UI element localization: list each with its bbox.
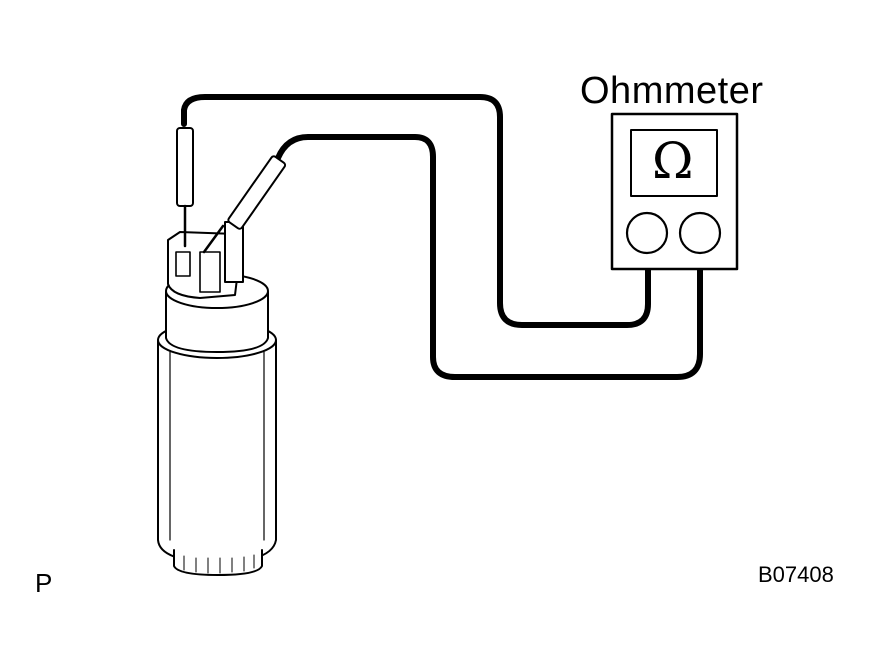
fuel-pump-body bbox=[157, 339, 277, 563]
probe-2-tip bbox=[202, 224, 225, 254]
corner-letter: P bbox=[35, 568, 53, 598]
ohmmeter-label: Ohmmeter bbox=[580, 70, 764, 112]
pump-cap bbox=[165, 291, 269, 353]
lead-wire-1 bbox=[181, 94, 651, 328]
test-probe-1 bbox=[176, 127, 194, 207]
ohm-symbol: Ω bbox=[652, 132, 694, 190]
connector-terminal-b bbox=[199, 251, 221, 293]
ohmmeter-display bbox=[630, 129, 718, 197]
connector-terminal-a bbox=[175, 251, 191, 277]
pump-bottom-ribs bbox=[183, 554, 255, 574]
figure-code: B07408 bbox=[758, 562, 834, 587]
test-probe-2 bbox=[227, 155, 287, 230]
lead-wire-2 bbox=[275, 134, 703, 380]
pump-bottom-ring bbox=[173, 549, 263, 576]
terminal-left bbox=[625, 211, 669, 255]
connector-side-block bbox=[224, 221, 244, 283]
terminal-right bbox=[678, 211, 722, 255]
